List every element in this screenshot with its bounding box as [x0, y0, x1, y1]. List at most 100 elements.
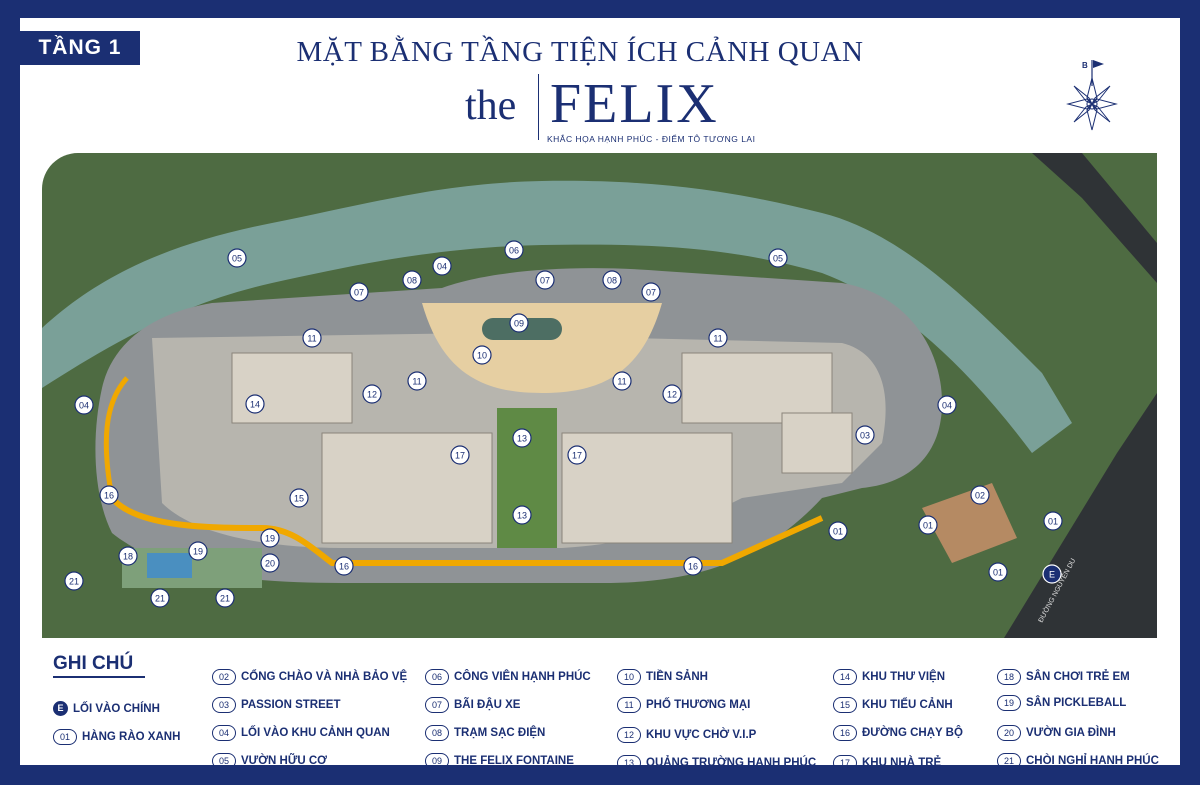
legend-number-badge: 18 [997, 669, 1021, 685]
legend-label: VƯỜN GIA ĐÌNH [1026, 727, 1116, 739]
legend-number-badge: 13 [617, 755, 641, 765]
legend-item: 12 KHU VỰC CHỜ V.I.P [617, 727, 756, 743]
map-marker: 20 [260, 553, 280, 573]
legend-label: LỐI VÀO CHÍNH [73, 702, 160, 715]
map-marker-label: 21 [155, 594, 165, 604]
map-marker: 01 [918, 515, 938, 535]
map-marker-label: 08 [607, 276, 617, 286]
brand-prefix: the [465, 83, 517, 129]
legend-number-badge: 01 [53, 729, 77, 745]
residential-units [231, 352, 853, 544]
legend-number-badge: 06 [425, 669, 449, 685]
legend-label: BÃI ĐẬU XE [454, 699, 521, 711]
map-marker-label: 13 [517, 511, 527, 521]
legend-number-badge: E [53, 701, 68, 716]
legend-number-badge: 04 [212, 725, 236, 741]
brand-tagline: KHẮC HỌA HẠNH PHÚC - ĐIỂM TÔ TƯƠNG LAI [547, 134, 756, 144]
legend-label: KHU TIỂU CẢNH [862, 699, 953, 711]
map-marker: 07 [641, 282, 661, 302]
map-marker: 17 [567, 445, 587, 465]
legend-label: CỔNG CHÀO VÀ NHÀ BẢO VỆ [241, 671, 408, 683]
map-marker: 04 [937, 395, 957, 415]
page-title: MẶT BẰNG TẦNG TIỆN ÍCH CẢNH QUAN [296, 36, 864, 68]
map-marker-label: 15 [294, 494, 304, 504]
legend-number-badge: 16 [833, 725, 857, 741]
map-marker-label: 18 [123, 552, 133, 562]
map-marker: 13 [512, 505, 532, 525]
map-marker-label: 04 [437, 262, 447, 272]
central-garden [497, 408, 557, 548]
map-marker-label: 14 [250, 400, 260, 410]
map-marker: 05 [768, 248, 788, 268]
map-marker-label: 11 [307, 334, 316, 344]
map-marker-label: 01 [1048, 517, 1058, 527]
legend-label: KHU VỰC CHỜ V.I.P [646, 729, 757, 741]
legend-label: TIỀN SẢNH [646, 671, 708, 683]
site-plan-drawing: ĐƯỜNG NGUYỄN DU [42, 153, 1157, 638]
map-marker: 16 [683, 556, 703, 576]
legend-number-badge: 08 [425, 725, 449, 741]
map-marker-label: 02 [975, 491, 985, 501]
legend-label: PHỐ THƯƠNG MẠI [646, 699, 751, 711]
street-main [1004, 393, 1157, 638]
map-marker-label: 08 [407, 276, 417, 286]
lobby-plaza [422, 303, 662, 393]
legend-number-badge: 10 [617, 669, 641, 685]
map-marker: 04 [74, 395, 94, 415]
legend-label: ĐƯỜNG CHẠY BỘ [862, 727, 963, 739]
map-marker: 19 [260, 528, 280, 548]
legend-label: QUẢNG TRƯỜNG HẠNH PHÚC [646, 757, 817, 765]
compass-letter: B [1082, 61, 1088, 70]
map-marker: 01 [828, 521, 848, 541]
map-marker-label: 11 [412, 377, 421, 387]
map-marker-label: 16 [339, 562, 349, 572]
map-marker-label: 21 [220, 594, 230, 604]
map-marker: 01 [1043, 511, 1063, 531]
map-marker-label: 01 [833, 527, 843, 537]
map-marker-label: 07 [354, 288, 364, 298]
map-marker: 12 [362, 384, 382, 404]
brand-divider [538, 74, 539, 140]
map-marker: 21 [150, 588, 170, 608]
legend-number-badge: 11 [617, 697, 641, 713]
legend-number-badge: 20 [997, 725, 1021, 741]
pickleball-court [147, 553, 192, 578]
masterplan-sheet: TẦNG 1 MẶT BẰNG TẦNG TIỆN ÍCH CẢNH QUAN … [20, 18, 1180, 765]
map-marker-label: 20 [265, 559, 275, 569]
map-marker-label: 07 [646, 288, 656, 298]
map-marker: 08 [402, 270, 422, 290]
legend-number-badge: 12 [617, 727, 641, 743]
legend-number-badge: 03 [212, 697, 236, 713]
legend-number-badge: 14 [833, 669, 857, 685]
map-marker: 11 [302, 328, 322, 348]
map-marker-label: 11 [617, 377, 626, 387]
jogging-track [109, 495, 824, 566]
map-marker: 05 [227, 248, 247, 268]
legend-number-badge: 15 [833, 697, 857, 713]
map-marker-label: 13 [517, 434, 527, 444]
floor-tag: TẦNG 1 [20, 31, 140, 65]
river [42, 180, 1072, 453]
map-marker-label: 17 [572, 451, 582, 461]
legend-item: 13 QUẢNG TRƯỜNG HẠNH PHÚC [617, 755, 816, 765]
map-marker-label: E [1049, 570, 1055, 580]
map-marker-label: 04 [79, 401, 89, 411]
map-marker: 21 [215, 588, 235, 608]
map-marker-label: 16 [104, 491, 114, 501]
legend-label: CÔNG VIÊN HẠNH PHÚC [454, 671, 591, 683]
legend-number-badge: 05 [212, 753, 236, 765]
legend-item: 10 TIỀN SẢNH [617, 669, 708, 685]
map-marker: 13 [512, 428, 532, 448]
legend-label: KHU NHÀ TRẺ [862, 757, 942, 765]
map-marker: 14 [245, 394, 265, 414]
map-marker: 21 [64, 571, 84, 591]
